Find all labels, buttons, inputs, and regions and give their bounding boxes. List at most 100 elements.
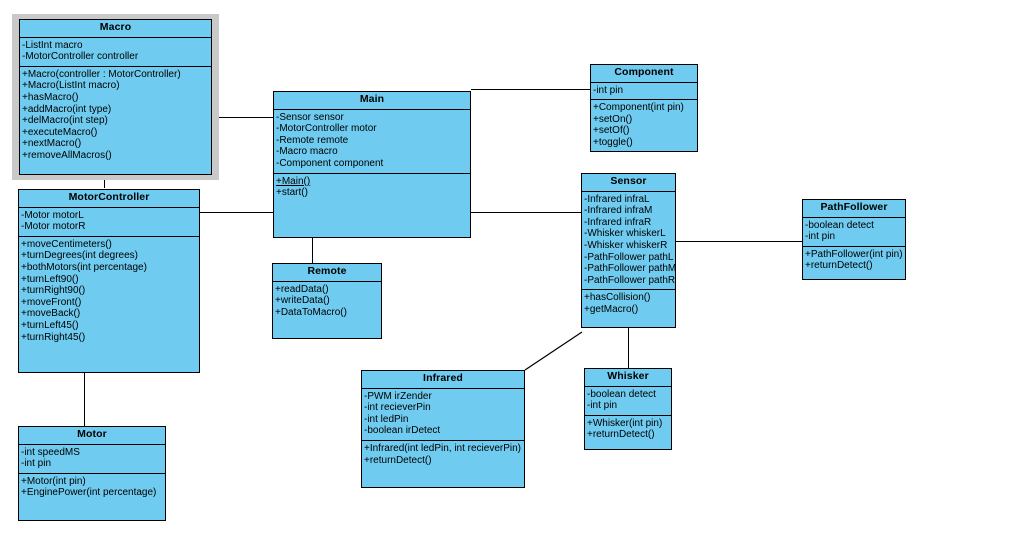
class-box-motor[interactable]: Motor -int speedMS -int pin +Motor(int p… [18, 426, 166, 521]
attribute: -Sensor sensor [276, 111, 344, 123]
operation: +turnRight90() [21, 285, 86, 297]
attribute: -int speedMS [21, 446, 80, 458]
class-name-main: Main [274, 92, 470, 110]
connector-motorcontroller-motor[interactable] [84, 373, 85, 427]
class-box-main[interactable]: Main -Sensor sensor -MotorController mot… [273, 91, 471, 238]
class-box-component[interactable]: Component -int pin +Component(int pin) +… [590, 64, 698, 152]
operation: +moveBack() [21, 308, 81, 320]
attribute: -int pin [805, 231, 836, 243]
class-name-component: Component [591, 65, 697, 83]
operation: +setOn() [593, 113, 633, 125]
connector-macro-motorcontroller[interactable] [104, 180, 105, 188]
attribute: -int pin [593, 84, 624, 96]
operation: +Whisker(int pin) [587, 417, 663, 429]
operation: +getMacro() [584, 303, 639, 315]
class-attributes-macro: -ListInt macro -MotorController controll… [20, 38, 211, 67]
attribute: -Infrared infraM [584, 205, 653, 217]
class-operations-motorcontroller: +moveCentimeters() +turnDegrees(int degr… [19, 237, 199, 346]
operation: +delMacro(int step) [22, 115, 108, 127]
class-box-pathfollower[interactable]: PathFollower -boolean detect -int pin +P… [802, 199, 906, 280]
operation: +Macro(ListInt macro) [22, 80, 120, 92]
attribute: -Infrared infraR [584, 216, 652, 228]
class-operations-macro: +Macro(controller : MotorController) +Ma… [20, 67, 211, 165]
class-attributes-whisker: -boolean detect -int pin [585, 387, 671, 416]
class-operations-pathfollower: +PathFollower(int pin) +returnDetect() [803, 247, 905, 275]
operation: +PathFollower(int pin) [805, 248, 903, 260]
connector-main-sensor[interactable] [471, 212, 581, 213]
connector-main-remote[interactable] [312, 238, 313, 263]
class-operations-remote: +readData() +writeData() +DataToMacro() [273, 282, 381, 322]
operation: +Motor(int pin) [21, 475, 86, 487]
operation: +returnDetect() [364, 454, 432, 466]
operation: +bothMotors(int percentage) [21, 261, 147, 273]
class-operations-motor: +Motor(int pin) +EnginePower(int percent… [19, 474, 165, 502]
attribute: -Remote remote [276, 134, 349, 146]
attribute: -int pin [21, 458, 52, 470]
attribute: -boolean detect [805, 219, 874, 231]
class-attributes-main: -Sensor sensor -MotorController motor -R… [274, 110, 470, 174]
attribute: -Motor motorR [21, 221, 86, 233]
attribute: -Infrared infraL [584, 193, 650, 205]
attribute: -boolean irDetect [364, 425, 441, 437]
class-name-whisker: Whisker [585, 369, 671, 387]
class-attributes-sensor: -Infrared infraL -Infrared infraM -Infra… [582, 192, 677, 291]
operation: +DataToMacro() [275, 306, 347, 318]
connector-sensor-whisker[interactable] [628, 328, 629, 368]
operation-static: +Main() [276, 175, 311, 187]
class-box-sensor[interactable]: Sensor -Infrared infraL -Infrared infraM… [581, 173, 676, 328]
class-attributes-motorcontroller: -Motor motorL -Motor motorR [19, 208, 199, 237]
operation: +EnginePower(int percentage) [21, 487, 157, 499]
connector-macro-main[interactable] [193, 117, 274, 118]
operation: +hasCollision() [584, 292, 651, 304]
operation: +turnLeft45() [21, 319, 79, 331]
class-operations-main: +Main() +start() [274, 174, 470, 202]
connector-motorcontroller-main[interactable] [200, 212, 274, 213]
class-attributes-infrared: -PWM irZender -int recieverPin -int ledP… [362, 389, 524, 441]
operation: +Infrared(int ledPin, int recieverPin) [364, 442, 522, 454]
attribute: -MotorController controller [22, 51, 139, 63]
operation: +toggle() [593, 136, 633, 148]
connector-sensor-pathfollower[interactable] [676, 241, 802, 242]
class-operations-component: +Component(int pin) +setOn() +setOf() +t… [591, 100, 697, 151]
connector-main-component[interactable] [471, 89, 590, 90]
operation: +writeData() [275, 295, 330, 307]
attribute: -int recieverPin [364, 402, 431, 414]
class-box-whisker[interactable]: Whisker -boolean detect -int pin +Whiske… [584, 368, 672, 450]
operation: +setOf() [593, 125, 630, 137]
operation: +executeMacro() [22, 126, 98, 138]
class-box-macro[interactable]: Macro -ListInt macro -MotorController co… [19, 19, 212, 175]
operation: +nextMacro() [22, 138, 82, 150]
class-name-macro: Macro [20, 20, 211, 38]
attribute: -PathFollower pathL [584, 251, 674, 263]
class-name-motorcontroller: MotorController [19, 190, 199, 208]
class-box-motorcontroller[interactable]: MotorController -Motor motorL -Motor mot… [18, 189, 200, 373]
attribute: -PathFollower pathR [584, 274, 676, 286]
operation: +turnDegrees(int degrees) [21, 250, 139, 262]
class-name-motor: Motor [19, 427, 165, 445]
operation: +start() [276, 187, 308, 199]
class-operations-infrared: +Infrared(int ledPin, int recieverPin) +… [362, 441, 524, 469]
operation: +readData() [275, 283, 329, 295]
class-operations-whisker: +Whisker(int pin) +returnDetect() [585, 416, 671, 444]
attribute: -Motor motorL [21, 209, 84, 221]
class-name-infrared: Infrared [362, 371, 524, 389]
operation: +returnDetect() [587, 429, 655, 441]
attribute: -PWM irZender [364, 390, 432, 402]
class-attributes-motor: -int speedMS -int pin [19, 445, 165, 474]
class-operations-sensor: +hasCollision() +getMacro() [582, 290, 675, 318]
class-name-remote: Remote [273, 264, 381, 282]
class-box-infrared[interactable]: Infrared -PWM irZender -int recieverPin … [361, 370, 525, 488]
class-name-pathfollower: PathFollower [803, 200, 905, 218]
operation: +Component(int pin) [593, 102, 684, 114]
attribute: -int pin [587, 400, 618, 412]
class-name-sensor: Sensor [582, 174, 675, 192]
attribute: -Whisker whiskerL [584, 228, 666, 240]
connector-sensor-infrared[interactable] [520, 326, 590, 376]
attribute: -MotorController motor [276, 123, 377, 135]
operation: +Macro(controller : MotorController) [22, 68, 181, 80]
class-attributes-pathfollower: -boolean detect -int pin [803, 218, 905, 247]
class-box-remote[interactable]: Remote +readData() +writeData() +DataToM… [272, 263, 382, 339]
operation: +moveCentimeters() [21, 238, 112, 250]
attribute: -boolean detect [587, 388, 656, 400]
attribute: -PathFollower pathM [584, 263, 677, 275]
